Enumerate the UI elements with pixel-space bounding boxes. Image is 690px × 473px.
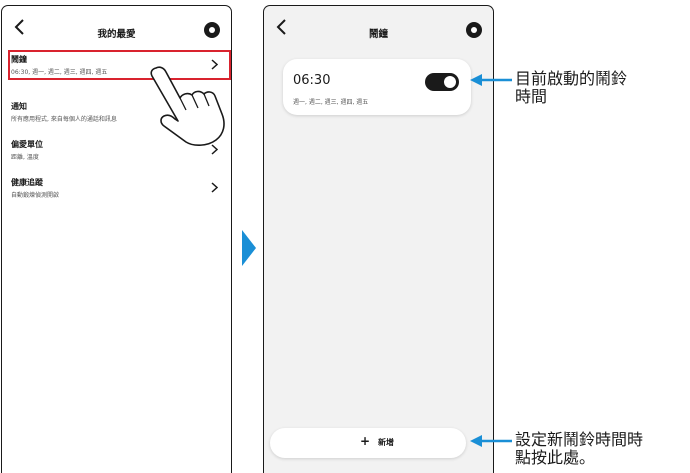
chevron-right-icon [211,182,218,193]
alarm-toggle[interactable] [425,73,459,91]
page-title: 鬧鐘 [368,29,388,40]
annotation-line: 設定新鬧鈴時間時 [515,430,644,449]
menu-item-title: 偏愛單位 [11,140,43,149]
plus-icon: + [360,434,371,448]
chevron-right-icon [211,144,218,155]
annotation-line: 目前啟動的鬧鈴 [515,69,628,88]
back-icon[interactable] [12,17,28,37]
menu-item-subtitle: 距離, 溫度 [11,154,39,161]
alarm-annotation: 目前啟動的鬧鈴 時間 [515,70,627,106]
menu-item-title: 鬧鐘 [11,55,27,64]
page-title: 我的最愛 [97,29,136,40]
menu-item-health-tracking[interactable]: 健康追蹤 自動鍛煉偵測開啟 [8,174,221,206]
back-icon[interactable] [274,17,290,37]
arrow-left-icon [470,435,512,447]
phone-screen-alarm: 鬧鐘 06:30 週一, 週二, 週三, 週四, 週五 + 新增 [263,5,494,473]
menu-item-subtitle: 自動鍛煉偵測開啟 [11,192,60,199]
arrow-left-icon [470,74,512,86]
pointing-hand-icon [150,66,225,146]
add-annotation: 設定新鬧鈴時間時 點按此處。 [515,431,643,467]
menu-item-subtitle: 所有應用程式, 來自每個人的通話和訊息 [11,116,117,123]
menu-item-title: 通知 [11,102,27,111]
alarm-time: 06:30 [293,73,331,88]
annotation-line: 時間 [515,87,548,106]
toggle-knob [444,76,456,88]
gear-icon[interactable] [465,21,483,39]
phone-screen-favorites: 我的最愛 鬧鐘 06:30, 週一, 週二, 週三, 週四, 週五 通知 所有應… [1,5,232,473]
gear-icon[interactable] [203,21,221,39]
menu-item-alarm[interactable]: 鬧鐘 06:30, 週一, 週二, 週三, 週四, 週五 [8,51,221,83]
chevron-right-icon [211,59,218,70]
add-alarm-button[interactable]: + 新增 [270,428,466,458]
menu-item-subtitle: 06:30, 週一, 週二, 週三, 週四, 週五 [11,69,108,76]
menu-item-title: 健康追蹤 [11,178,43,187]
alarm-card[interactable]: 06:30 週一, 週二, 週三, 週四, 週五 [283,59,471,115]
top-bar: 我的最愛 [2,6,231,50]
add-alarm-label: 新增 [378,438,394,447]
top-bar: 鬧鐘 [264,6,493,50]
next-step-arrow-icon [242,230,256,266]
alarm-days: 週一, 週二, 週三, 週四, 週五 [293,99,369,106]
menu-item-preferred-units[interactable]: 偏愛單位 距離, 溫度 [8,136,221,168]
alarm-highlight-box [8,50,231,80]
annotation-line: 點按此處。 [515,448,596,467]
